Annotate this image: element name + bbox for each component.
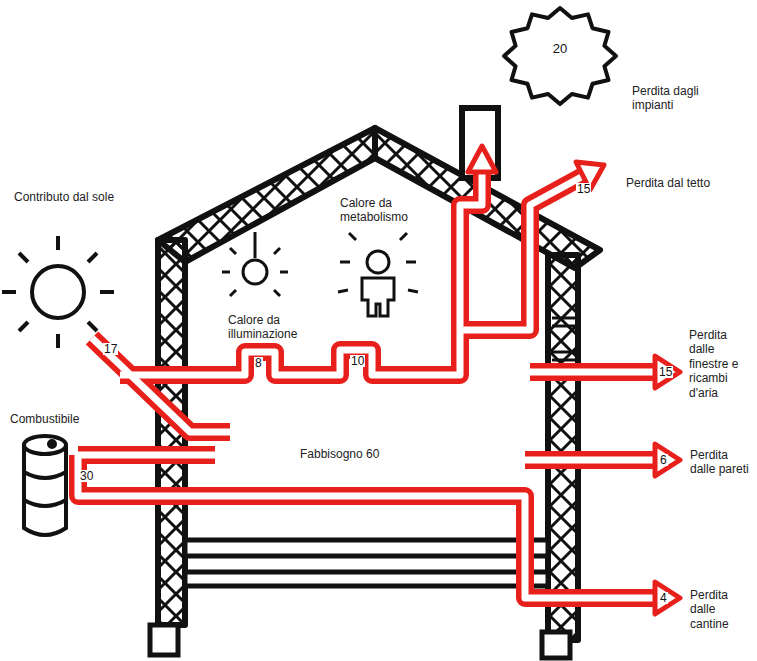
loss-value: 20 — [553, 41, 567, 56]
flow-value: 8 — [254, 357, 263, 369]
flow-value: 17 — [103, 343, 118, 355]
flow-label: Perdita dagli impianti — [632, 84, 732, 113]
flow-label: Contributo dal sole — [14, 190, 119, 204]
flow-value: 10 — [350, 355, 365, 367]
flow-value: 6 — [659, 454, 668, 466]
loss-cloud: 20 — [500, 4, 620, 108]
demand-label: Fabbisogno 60 — [300, 447, 379, 461]
flow-label: Calore da illuminazione — [228, 313, 328, 342]
flow-value: 15 — [576, 183, 591, 195]
flow-value: 4 — [659, 592, 668, 604]
flow-value: 30 — [79, 470, 94, 482]
flow-label: Combustibile — [10, 412, 79, 426]
flow-value: 15 — [658, 366, 673, 378]
flow-label: Perdita dal tetto — [626, 176, 716, 190]
cloud-outline — [500, 4, 620, 108]
flow-label: Perdita dalle pareti — [690, 448, 752, 477]
flow-label: Calore da metabolismo — [340, 196, 435, 225]
flow-label: Perdita dalle cantine — [690, 588, 752, 631]
flow-label: Perdita dalle finestre e ricambi d'aria — [689, 328, 753, 400]
